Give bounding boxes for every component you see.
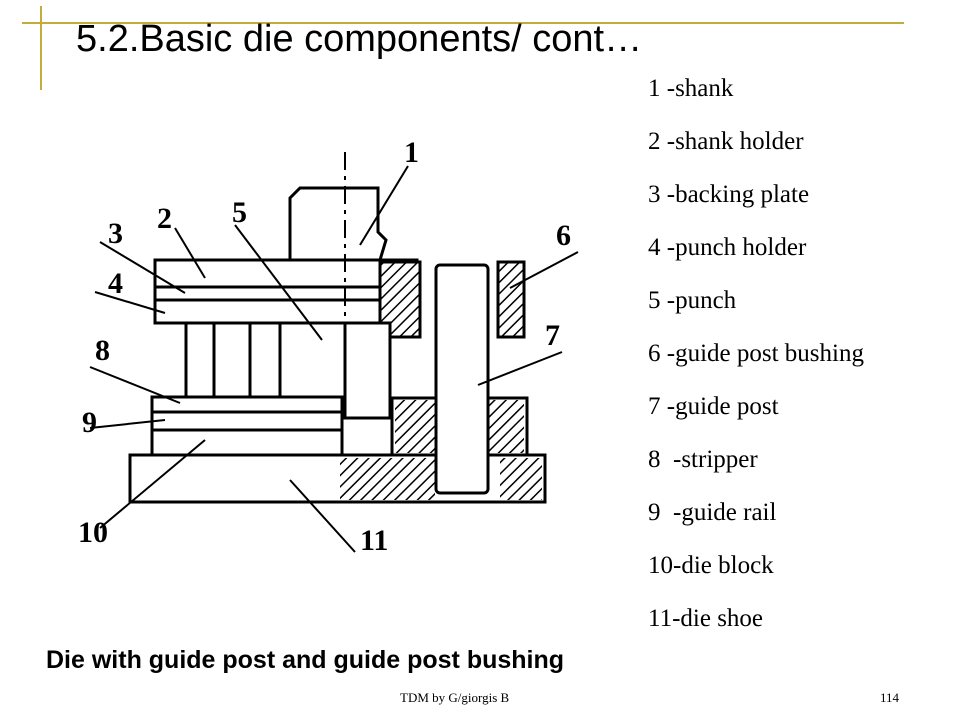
stripper-part bbox=[150, 395, 344, 414]
legend-item-die-shoe: 11-die shoe bbox=[648, 605, 764, 632]
legend-item-punch: 5 -punch bbox=[648, 287, 737, 314]
shank-holder-part bbox=[153, 258, 419, 289]
guide-rail-part bbox=[150, 410, 344, 432]
backing-plate-part bbox=[153, 285, 407, 302]
punch-holder-part bbox=[153, 298, 407, 325]
label-5: 5 bbox=[232, 196, 247, 229]
legend-item-die-block: 10-die block bbox=[648, 552, 774, 579]
label-8: 8 bbox=[95, 334, 110, 367]
legend-item-punch-holder: 4 -punch holder bbox=[648, 234, 807, 261]
slide-title: 5.2.Basic die components/ cont… bbox=[76, 18, 643, 60]
label-7: 7 bbox=[545, 319, 560, 352]
legend-item-stripper: 8 -stripper bbox=[648, 446, 758, 473]
title-rule bbox=[22, 22, 904, 24]
legend-item-guide-post-bushing: 6 -guide post bushing bbox=[648, 340, 864, 367]
footer-author: TDM by G/giorgis B bbox=[400, 690, 510, 705]
die-shoe-hatch bbox=[340, 458, 435, 500]
figure-caption: Die with guide post and guide post bushi… bbox=[46, 646, 565, 674]
legend-item-shank-holder: 2 -shank holder bbox=[648, 128, 804, 155]
legend-item-shank: 1 -shank bbox=[648, 75, 734, 102]
punch-part bbox=[343, 321, 392, 420]
label-6: 6 bbox=[556, 219, 571, 252]
legend-item-guide-rail: 9 -guide rail bbox=[648, 499, 777, 526]
page-number: 114 bbox=[880, 690, 900, 705]
label-2: 2 bbox=[157, 202, 172, 235]
die-assembly-diagram: 1 2 3 4 5 6 7 8 9 10 11 bbox=[78, 136, 579, 557]
label-10: 10 bbox=[78, 516, 108, 549]
label-4: 4 bbox=[108, 267, 123, 300]
title-bracket bbox=[40, 6, 42, 90]
label-9: 9 bbox=[82, 406, 97, 439]
component-legend: 1 -shank 2 -shank holder 3 -backing plat… bbox=[648, 74, 864, 657]
label-3: 3 bbox=[108, 217, 123, 250]
label-1: 1 bbox=[404, 136, 419, 169]
legend-item-backing-plate: 3 -backing plate bbox=[648, 181, 810, 208]
label-11: 11 bbox=[360, 524, 388, 557]
die-block-part bbox=[150, 428, 344, 457]
legend-item-guide-post: 7 -guide post bbox=[648, 393, 779, 420]
guide-post-part bbox=[434, 263, 490, 495]
